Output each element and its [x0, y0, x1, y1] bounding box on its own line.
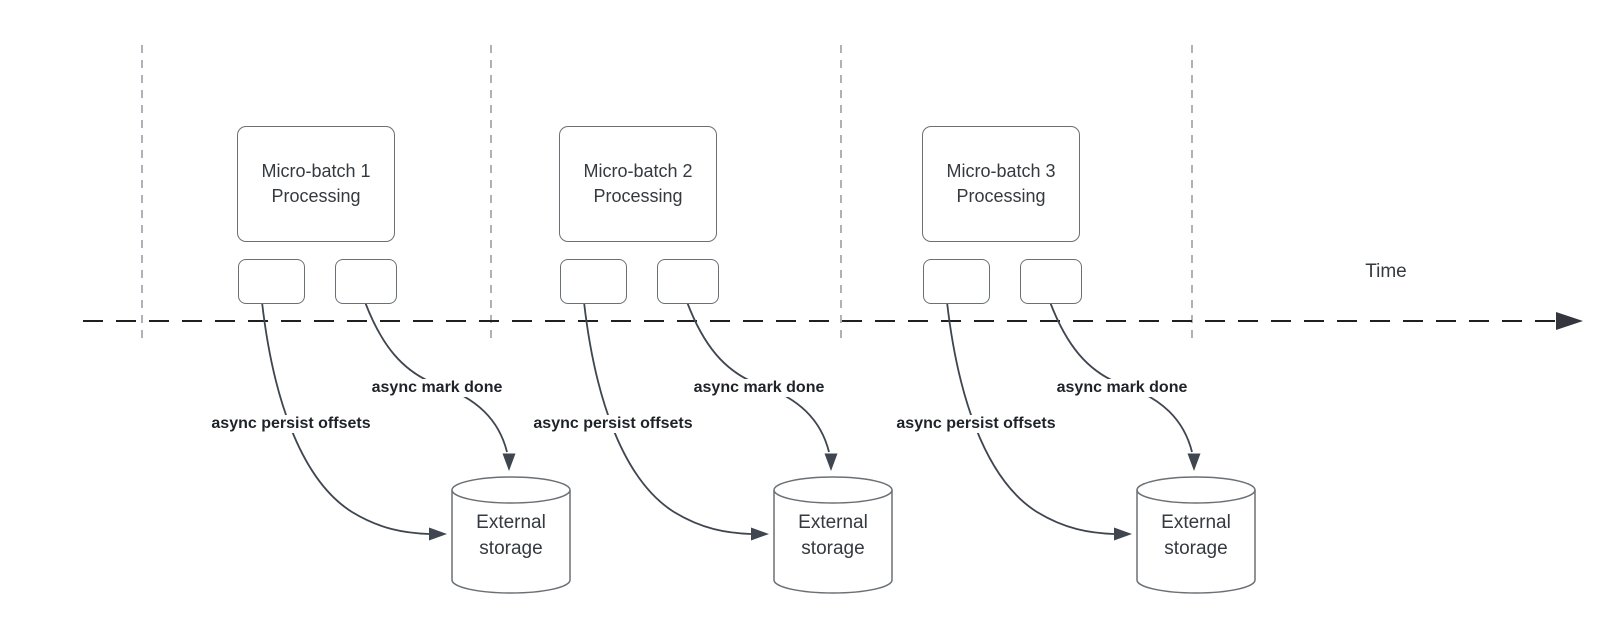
- mark-done-curve-2: [686, 301, 830, 453]
- external-storage-cylinder-3: [1136, 490, 1256, 594]
- microbatch-2-box: Micro-batch 2 Processing: [559, 126, 717, 242]
- edge-label-persist-offsets-3: async persist offsets: [893, 415, 1059, 433]
- time-axis-arrowhead-icon: [1556, 312, 1583, 330]
- arrowhead-down-icon: [1187, 453, 1201, 471]
- offset-token-rect-1: [238, 259, 305, 304]
- external-storage-cylinder-top-3: [1136, 476, 1256, 504]
- microbatch-3-box: Micro-batch 3 Processing: [922, 126, 1080, 242]
- external-storage-cylinder-1: [451, 490, 571, 594]
- microbatch-2-box-label: Micro-batch 2 Processing: [583, 161, 693, 206]
- edge-label-mark-done-2: async mark done: [690, 379, 828, 397]
- microbatch-3-box-label: Micro-batch 3 Processing: [946, 161, 1056, 206]
- edge-label-mark-done-3: async mark done: [1053, 379, 1191, 397]
- edge-label-persist-offsets-2: async persist offsets: [530, 415, 696, 433]
- commit-token-rect-3: [1020, 259, 1082, 304]
- offset-token-rect-2: [560, 259, 627, 304]
- arrowhead-down-icon: [502, 453, 516, 471]
- arrowhead-down-icon: [824, 453, 838, 471]
- external-storage-cylinder-2: [773, 490, 893, 594]
- microbatch-1-box-label: Micro-batch 1 Processing: [261, 161, 371, 206]
- edge-label-mark-done-1: async mark done: [368, 379, 506, 397]
- persist-offsets-curve-1: [261, 301, 430, 535]
- arrowhead-right-icon: [751, 527, 769, 541]
- microbatch-1-box: Micro-batch 1 Processing: [237, 126, 395, 242]
- persist-offsets-curve-2: [583, 301, 752, 535]
- time-axis-label: Time: [1365, 261, 1407, 282]
- mark-done-curve-3: [1049, 301, 1193, 453]
- arrowhead-right-icon: [429, 527, 447, 541]
- offset-token-rect-3: [923, 259, 990, 304]
- mark-done-curve-1: [364, 301, 508, 453]
- arrowhead-right-icon: [1114, 527, 1132, 541]
- commit-token-rect-2: [657, 259, 719, 304]
- edge-label-persist-offsets-1: async persist offsets: [208, 415, 374, 433]
- commit-token-rect-1: [335, 259, 397, 304]
- external-storage-cylinder-top-1: [451, 476, 571, 504]
- external-storage-cylinder-top-2: [773, 476, 893, 504]
- persist-offsets-curve-3: [946, 301, 1115, 535]
